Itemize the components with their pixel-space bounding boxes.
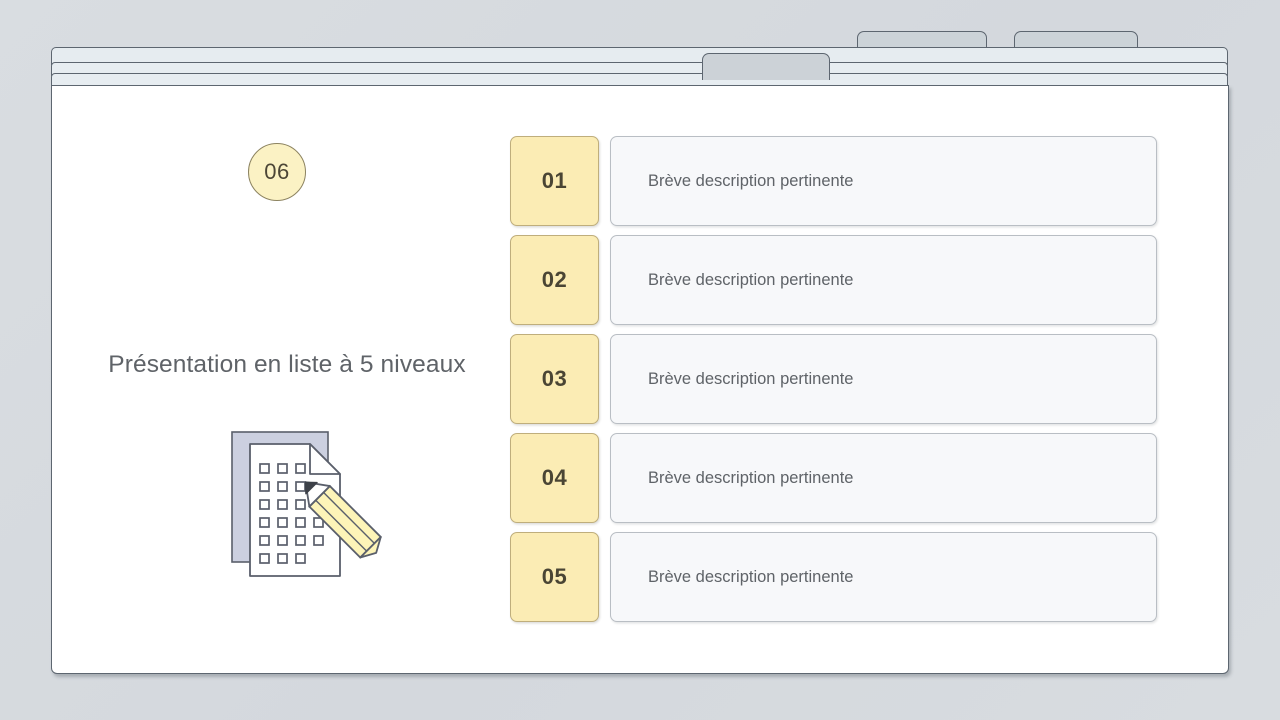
list-item-number: 05: [510, 532, 599, 622]
list-item[interactable]: 01 Brève description pertinente: [510, 136, 1157, 226]
list-item-number: 02: [510, 235, 599, 325]
slide-canvas: 06 Présentation en liste à 5 niveaux: [51, 85, 1229, 674]
slide-number-badge: 06: [248, 143, 306, 201]
numbered-list: 01 Brève description pertinente 02 Brève…: [510, 136, 1157, 631]
list-item-description[interactable]: Brève description pertinente: [610, 235, 1157, 325]
tab-active[interactable]: [702, 53, 830, 80]
list-item-description[interactable]: Brève description pertinente: [610, 532, 1157, 622]
list-item-number: 04: [510, 433, 599, 523]
list-item[interactable]: 03 Brève description pertinente: [510, 334, 1157, 424]
document-with-pencil-icon: [222, 424, 392, 584]
list-item-description[interactable]: Brève description pertinente: [610, 433, 1157, 523]
list-item-number: 01: [510, 136, 599, 226]
list-item[interactable]: 02 Brève description pertinente: [510, 235, 1157, 325]
list-item[interactable]: 05 Brève description pertinente: [510, 532, 1157, 622]
list-item[interactable]: 04 Brève description pertinente: [510, 433, 1157, 523]
page-title: Présentation en liste à 5 niveaux: [108, 351, 466, 378]
list-item-description[interactable]: Brève description pertinente: [610, 334, 1157, 424]
list-item-number: 03: [510, 334, 599, 424]
list-item-description[interactable]: Brève description pertinente: [610, 136, 1157, 226]
